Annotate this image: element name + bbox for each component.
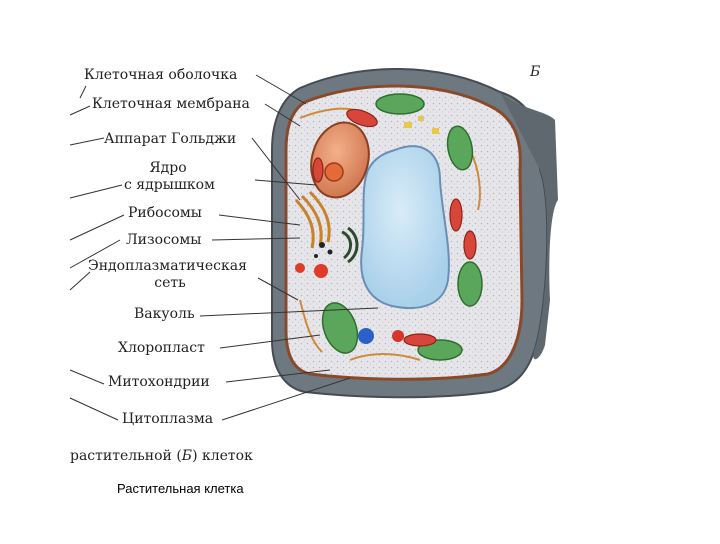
figure-caption-pre: растительной ( xyxy=(70,448,182,464)
label-lysosomes: Лизосомы xyxy=(126,232,201,249)
label-er-2: сеть xyxy=(150,275,190,292)
label-golgi: Аппарат Гольджи xyxy=(104,131,236,148)
label-cell-wall: Клеточная оболочка xyxy=(84,67,237,84)
label-nucleolus: с ядрышком xyxy=(124,177,215,194)
label-mitochondria: Митохондрии xyxy=(108,374,210,391)
slide-caption: Растительная клетка xyxy=(117,481,244,496)
figure-caption-italic: Б xyxy=(182,448,192,464)
label-vacuole: Вакуоль xyxy=(134,306,195,323)
figure-caption: растительной (Б) клеток xyxy=(70,448,253,464)
label-chloroplast: Хлоропласт xyxy=(118,340,205,357)
label-er: Эндоплазматическая xyxy=(88,258,247,275)
figure-caption-post: ) клеток xyxy=(192,448,253,464)
label-cell-membrane: Клеточная мембрана xyxy=(92,96,250,113)
label-cytoplasm: Цитоплазма xyxy=(122,411,213,428)
label-nucleus: Ядро xyxy=(148,160,188,177)
label-ribosomes: Рибосомы xyxy=(128,205,202,222)
vacuole xyxy=(361,146,449,308)
red-body xyxy=(392,330,404,342)
panel-letter: Б xyxy=(530,64,540,80)
blue-body xyxy=(358,328,374,344)
nucleolus xyxy=(325,163,343,181)
ribosome-body xyxy=(314,264,328,278)
